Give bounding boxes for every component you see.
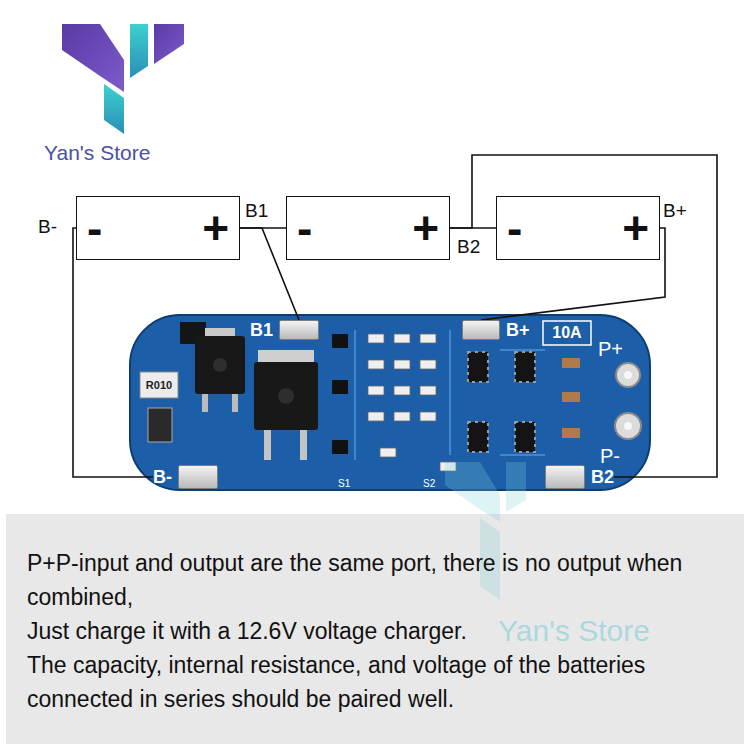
note-text: P+P-input and output are the same port, … xyxy=(27,546,743,614)
mosfet-dot xyxy=(213,358,227,372)
polarity-sign: + xyxy=(622,205,649,251)
polarity-sign: - xyxy=(297,205,312,251)
trace xyxy=(354,330,356,460)
rating-box xyxy=(543,321,591,345)
watermark-logo xyxy=(445,462,526,600)
ic-chip xyxy=(468,352,488,382)
pcb-traces xyxy=(355,330,545,460)
terminal-label: B+ xyxy=(663,200,687,222)
capacitor xyxy=(562,358,580,368)
pad-square xyxy=(279,320,319,340)
terminal-label: B- xyxy=(38,216,57,238)
watermark-shape xyxy=(506,462,526,512)
watermark-shape xyxy=(445,462,500,522)
pcb-board xyxy=(130,315,650,490)
output-pad xyxy=(615,413,641,439)
port-label: P+ xyxy=(598,338,623,361)
mosfet-leg xyxy=(300,430,307,460)
pad-square xyxy=(545,465,585,489)
solder-pad: B+ xyxy=(462,320,530,340)
resistor-marking: R010 xyxy=(140,372,178,398)
silkscreen-label: S2 xyxy=(423,478,435,490)
output-pad xyxy=(616,363,640,387)
mosfet-leg xyxy=(202,394,208,412)
smd-resistor xyxy=(368,412,384,421)
smd-resistor xyxy=(420,360,436,369)
smd-resistor xyxy=(420,412,436,421)
wire xyxy=(73,228,153,477)
watermark: Yan's Store xyxy=(498,614,650,649)
mosfet-leg xyxy=(264,430,271,460)
logo-arm xyxy=(154,24,184,64)
pad-label: B2 xyxy=(591,468,614,486)
trace xyxy=(500,349,545,351)
logo-bar xyxy=(130,24,148,78)
solder-pad: B2 xyxy=(545,465,614,489)
smd-resistor xyxy=(380,448,396,457)
smd-resistor xyxy=(368,386,384,395)
smd-resistor xyxy=(394,412,410,421)
current-rating: 10A xyxy=(543,322,591,344)
note-text: The capacity, internal resistance, and v… xyxy=(27,648,743,716)
trace xyxy=(500,454,545,456)
port-label: P- xyxy=(600,445,620,468)
output-pad-hole xyxy=(624,422,632,430)
transistor xyxy=(332,440,348,454)
pad-label: B+ xyxy=(506,321,530,339)
battery-cell: -+ xyxy=(286,196,450,260)
solder-pad: B1 xyxy=(250,320,319,340)
polarity-sign: + xyxy=(202,205,229,251)
battery-cell: -+ xyxy=(76,196,240,260)
mosfet-leg xyxy=(232,394,238,412)
smd-resistor xyxy=(394,334,410,343)
terminal-label: B2 xyxy=(457,236,480,258)
caption-band xyxy=(6,514,744,744)
transistor xyxy=(332,334,348,348)
ic-chip xyxy=(515,422,535,452)
brand-name: Yan's Store xyxy=(44,141,150,165)
pad-square xyxy=(462,320,500,340)
logo-arm xyxy=(62,24,124,92)
smd-resistor xyxy=(420,334,436,343)
smd-resistor xyxy=(420,386,436,395)
polarity-sign: - xyxy=(87,205,102,251)
transistor xyxy=(332,380,348,394)
shunt-resistor xyxy=(140,372,178,398)
mosfet xyxy=(195,336,245,394)
ic-chip xyxy=(468,422,488,452)
chip xyxy=(148,408,172,442)
ic-chip xyxy=(515,352,535,382)
wire xyxy=(450,155,717,477)
smd-resistor xyxy=(394,386,410,395)
mosfet xyxy=(254,362,318,430)
pcb-board: 10A P+ P- R010S1 S2 B1 B+ B- B2 xyxy=(130,315,650,490)
logo xyxy=(62,24,184,134)
logo-stem xyxy=(104,84,124,134)
capacitor xyxy=(562,392,580,402)
trace xyxy=(449,330,451,455)
components xyxy=(140,321,641,471)
mosfet-dot xyxy=(278,388,294,404)
smd-resistor xyxy=(368,334,384,343)
solder-pad: B- xyxy=(153,465,218,489)
smd-resistor xyxy=(394,360,410,369)
smd-resistor xyxy=(368,360,384,369)
battery-cell: -+ xyxy=(496,196,660,260)
capacitor xyxy=(562,428,580,438)
pad-label: B1 xyxy=(250,321,273,339)
pad-label: B- xyxy=(153,468,172,486)
output-pad-hole xyxy=(624,371,632,379)
pad-square xyxy=(178,465,218,489)
polarity-sign: + xyxy=(412,205,439,251)
polarity-sign: - xyxy=(507,205,522,251)
note-text: Just charge it with a 12.6V voltage char… xyxy=(27,614,743,648)
terminal-label: B1 xyxy=(245,200,268,222)
silkscreen-label: S1 xyxy=(338,478,350,490)
